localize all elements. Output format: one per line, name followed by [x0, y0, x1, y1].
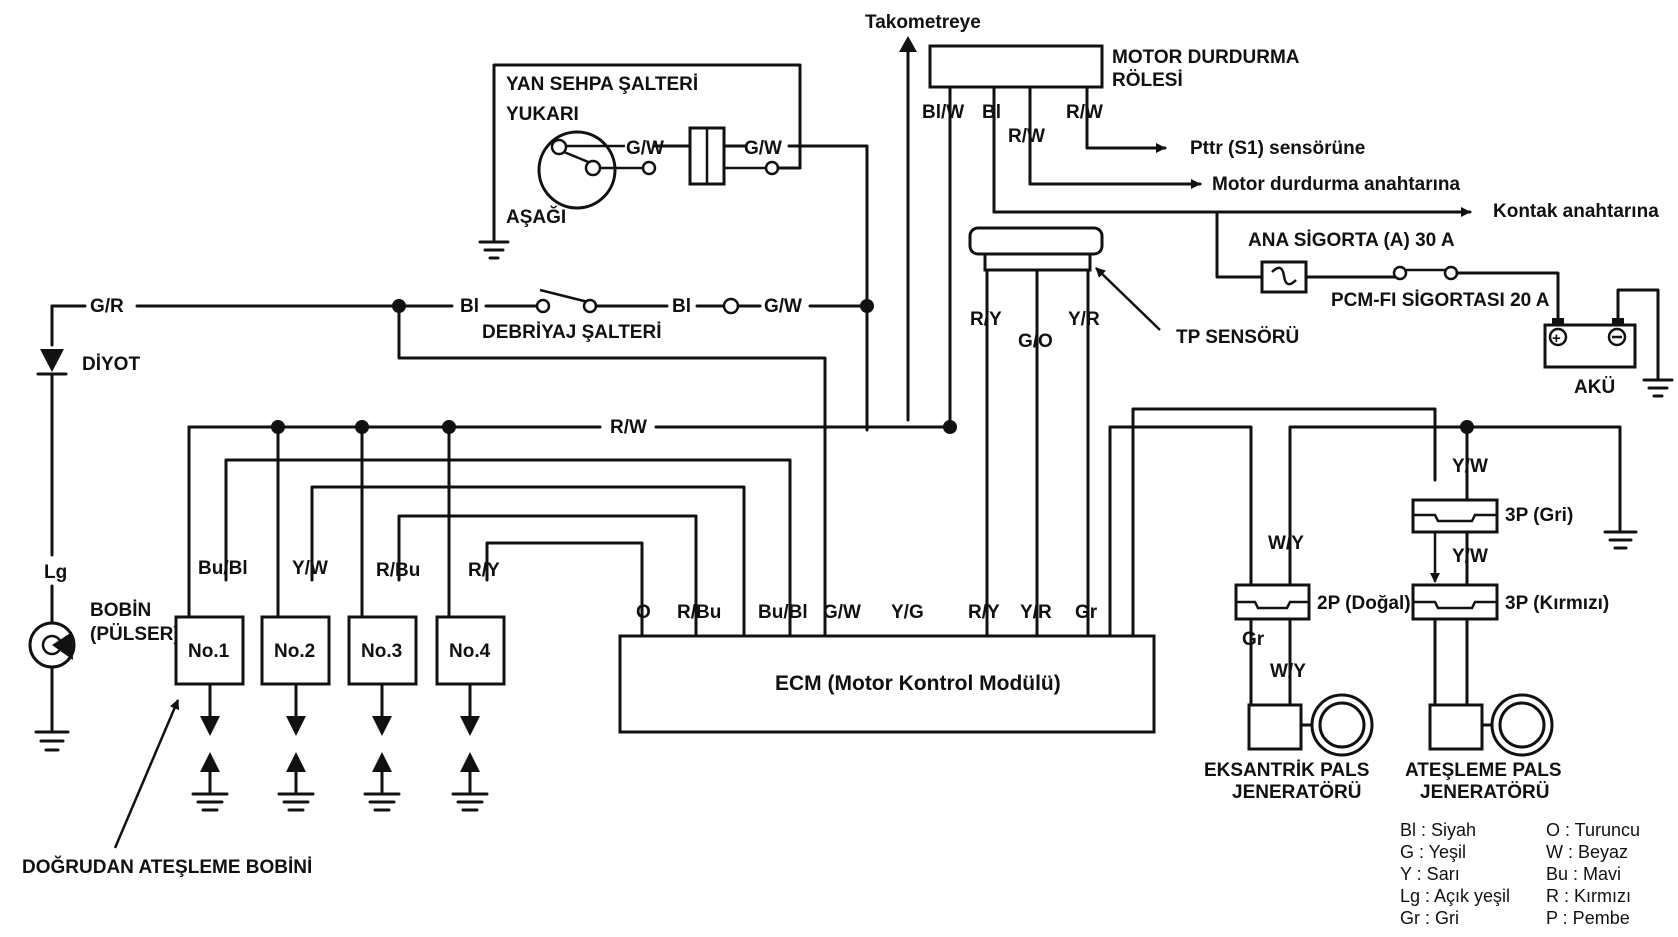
wy-upper-label: W/Y [1268, 533, 1304, 554]
rw-bus-label: R/W [610, 417, 647, 438]
coil-no2-label: No.2 [274, 641, 315, 662]
tachometer-label: Takometreye [865, 12, 981, 33]
ecm-pin-gr: Gr [1075, 602, 1098, 623]
clutch-switch-circuit: G/R Bl Bl G/W DEBRİYAJ ŞALTERİ [50, 288, 874, 638]
legend-entry: Gr : Gri [1400, 908, 1459, 928]
coil-no1 [174, 615, 245, 686]
pulser-branch: DİYOT Lg BOBİN (PÜLSER) [28, 349, 180, 752]
engine-stop-switch-label: Motor durdurma anahtarına [1212, 174, 1461, 195]
ecm-label: ECM (Motor Kontrol Modülü) [775, 672, 1061, 695]
fuse-battery-circuit: ANA SİGORTA (A) 30 A PCM-FI SİGORTASI 20… [1215, 210, 1674, 398]
legend-entry: O : Turuncu [1546, 820, 1640, 840]
relay-wire-bl: Bl [982, 102, 1001, 123]
spark-plug-2 [277, 682, 315, 812]
spark-plug-3 [363, 682, 401, 812]
pttr-label: Pttr (S1) sensörüne [1190, 138, 1365, 159]
coil-no1-label: No.1 [188, 641, 230, 662]
coil-wire-rbu: R/Bu [376, 560, 420, 581]
side-stand-wire-gw-left: G/W [626, 138, 664, 159]
relay-wire-bl-w: Bl/W [922, 102, 964, 123]
ecm-pin-o: O [636, 602, 651, 623]
yw-middle-label: Y/W [1452, 546, 1488, 567]
coil-wire-ry: R/Y [468, 560, 500, 581]
gr-wire-label: G/R [90, 296, 124, 317]
connector-2p-label: 2P (Doğal) [1317, 593, 1411, 614]
legend-entry: Lg : Açık yeşil [1400, 886, 1510, 906]
pulse-generators: W/Y 2P (Doğal) Gr W/Y EKSANTRİK PALS JEN… [1108, 407, 1638, 803]
battery-label: AKÜ [1574, 377, 1615, 398]
relay-wire-r-w-right: R/W [1066, 102, 1103, 123]
legend-entry: G : Yeşil [1400, 842, 1466, 862]
ecm-pin-yr: Y/R [1020, 602, 1052, 623]
yw-upper-label: Y/W [1452, 456, 1488, 477]
coil-wire-yw: Y/W [292, 558, 328, 579]
ignition-coils: No.1 No.2 No.3 No.4 [22, 615, 506, 878]
relay-wire-r-w-mid: R/W [1008, 126, 1045, 147]
main-fuse-label: ANA SİGORTA (A) 30 A [1248, 230, 1455, 251]
ecm-pin-bubl: Bu/Bl [758, 602, 808, 623]
ecm-pin-rbu: R/Bu [677, 602, 721, 623]
tp-wire-yr: Y/R [1068, 309, 1100, 330]
svg-text:+: + [1552, 330, 1561, 347]
relay-title-1: MOTOR DURDURMA [1112, 47, 1300, 68]
clutch-wire-bl-1: Bl [460, 296, 479, 317]
tp-wire-ry: R/Y [970, 309, 1002, 330]
direct-coil-label: DOĞRUDAN ATEŞLEME BOBİNİ [22, 856, 312, 878]
coil-no4-label: No.4 [449, 641, 491, 662]
tp-wire-go: G/O [1018, 331, 1053, 352]
coil-no3-label: No.3 [361, 641, 402, 662]
ignition-switch-label: Kontak anahtarına [1493, 201, 1659, 222]
legend-entry: Y : Sarı [1400, 864, 1460, 884]
clutch-wire-gw: G/W [764, 296, 802, 317]
side-stand-wire-gw-right: G/W [744, 138, 782, 159]
connector-3p-red-label: 3P (Kırmızı) [1505, 593, 1609, 614]
legend-entry: R : Kırmızı [1546, 886, 1631, 906]
spark-plug-1 [191, 682, 229, 812]
ecm-pin-ry: R/Y [968, 602, 1000, 623]
side-stand-switch: YAN SEHPA ŞALTERİ YUKARI AŞAĞI G/W G/W [478, 63, 869, 308]
coil-wire-bubl: Bu/Bl [198, 558, 248, 579]
tachometer-output: Takometreye [865, 12, 981, 422]
legend-entry: Bu : Mavi [1546, 864, 1621, 884]
clutch-switch-label: DEBRİYAJ ŞALTERİ [482, 322, 661, 343]
side-stand-title: YAN SEHPA ŞALTERİ [506, 74, 698, 95]
coil-no3 [347, 615, 418, 686]
diode-label: DİYOT [82, 354, 140, 375]
legend-entry: Bl : Siyah [1400, 820, 1476, 840]
cam-pulse-label-1: EKSANTRİK PALS [1204, 760, 1369, 781]
wy-lower-label: W/Y [1270, 661, 1306, 682]
side-stand-up: YUKARI [506, 104, 579, 125]
engine-stop-relay: MOTOR DURDURMA RÖLESİ Bl/W Bl R/W R/W Pt… [922, 44, 1659, 432]
ecm-pin-gw: G/W [823, 602, 861, 623]
tp-sensor-label: TP SENSÖRÜ [1176, 327, 1299, 348]
coil-harness: R/W Bu/Bl Y/W R/Bu R/Y [187, 417, 957, 638]
gr-lower-label: Gr [1242, 629, 1265, 650]
lg-wire-label: Lg [44, 562, 67, 583]
tp-sensor: R/Y G/O Y/R TP SENSÖRÜ [968, 226, 1299, 638]
legend-entry: P : Pembe [1546, 908, 1630, 928]
clutch-wire-bl-2: Bl [672, 296, 691, 317]
connector-3p-grey-label: 3P (Gri) [1505, 505, 1573, 526]
side-stand-down: AŞAĞI [506, 206, 566, 228]
legend-entry: W : Beyaz [1546, 842, 1628, 862]
pulser-label-2: (PÜLSER) [90, 624, 180, 645]
spark-plug-4 [451, 682, 489, 812]
coil-no2 [260, 615, 331, 686]
relay-title-2: RÖLESİ [1112, 70, 1183, 91]
pcm-fuse-label: PCM-FI SİGORTASI 20 A [1331, 290, 1550, 311]
ecm: ECM (Motor Kontrol Modülü) O R/Bu Bu/Bl … [618, 602, 1156, 734]
ign-pulse-label-1: ATEŞLEME PALS [1405, 760, 1562, 781]
ign-pulse-label-2: JENERATÖRÜ [1420, 782, 1550, 803]
cam-pulse-label-2: JENERATÖRÜ [1232, 782, 1362, 803]
ecm-pin-yg: Y/G [891, 602, 924, 623]
pulser-label-1: BOBİN [90, 600, 151, 621]
